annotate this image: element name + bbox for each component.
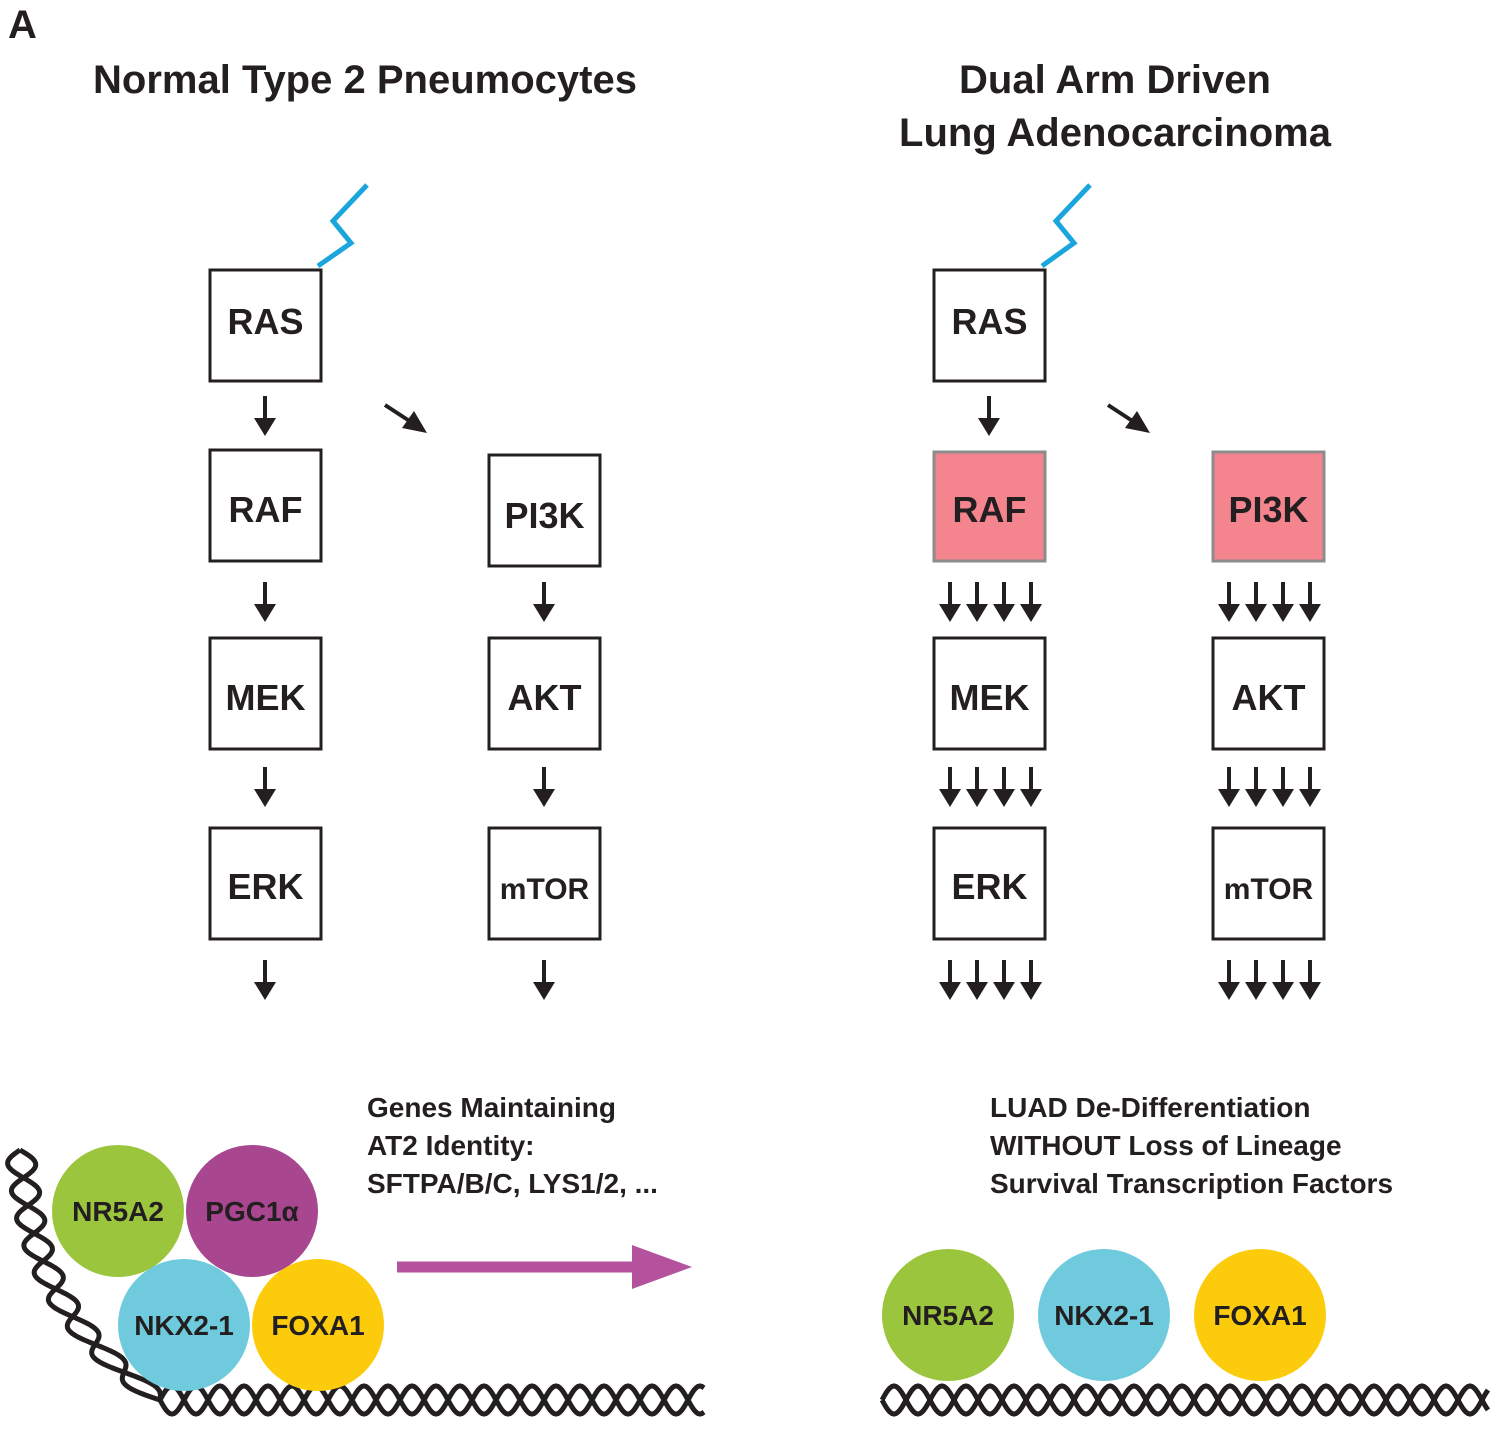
right-node-pi3k-activated: PI3K [1211,450,1326,563]
right-akt-label: AKT [1232,677,1306,718]
right-dedifferentiation-note: LUAD De-Differentiation WITHOUT Loss of … [990,1092,1393,1199]
left-tf-nkx21: NKX2-1 [118,1259,250,1391]
right-pi3k-label: PI3K [1228,489,1308,530]
right-arrows-pi3k-akt [1218,582,1321,622]
left-arrow-pi3k-akt [531,580,557,624]
right-mek-label: MEK [950,677,1030,718]
right-title-line1: Dual Arm Driven [959,58,1271,102]
left-nkx21-label: NKX2-1 [134,1310,234,1341]
left-node-akt: AKT [487,636,602,751]
right-tf-nr5a2: NR5A2 [882,1249,1014,1381]
right-arrows-erk-out [939,960,1042,1000]
right-arrows-mtor-out [1218,960,1321,1000]
right-foxa1-label: FOXA1 [1213,1300,1306,1331]
expression-arrow [397,1245,692,1289]
right-mtor-label: mTOR [1224,873,1314,906]
left-note-line3: SFTPA/B/C, LYS1/2, ... [367,1168,658,1199]
right-nkx21-label: NKX2-1 [1054,1300,1154,1331]
right-arrows-mek-erk [939,767,1042,807]
left-ras-pi3k-arrow [383,403,427,433]
left-node-erk: ERK [208,826,323,941]
panel-label: A [8,3,37,47]
right-note-line2: WITHOUT Loss of Lineage [990,1130,1342,1161]
right-node-raf-activated: RAF [932,450,1047,563]
left-pgc1a-label: PGC1α [205,1196,298,1227]
left-node-ras: RAS [208,268,323,383]
left-node-raf: RAF [208,448,323,563]
right-ras-label: RAS [951,301,1027,342]
left-arrow-mek-erk [252,765,278,809]
left-pi3k-label: PI3K [504,495,584,536]
right-signal-bolt [1040,183,1092,269]
left-node-pi3k: PI3K [487,453,602,568]
left-note-line1: Genes Maintaining [367,1092,616,1123]
right-note-line3: Survival Transcription Factors [990,1168,1393,1199]
left-akt-label: AKT [508,677,582,718]
left-tf-nr5a2: NR5A2 [52,1145,184,1277]
right-node-mtor: mTOR [1211,826,1326,941]
right-node-erk: ERK [932,826,1047,941]
right-arrow-ras-raf [976,394,1002,438]
right-erk-label: ERK [951,866,1027,907]
left-arrow-raf-mek [252,580,278,624]
left-node-mek: MEK [208,636,323,751]
left-dna-helix [5,1147,706,1417]
left-nr5a2-label: NR5A2 [72,1196,164,1227]
right-arrows-raf-mek [939,582,1042,622]
right-nr5a2-label: NR5A2 [902,1300,994,1331]
left-arrow-akt-mtor [531,765,557,809]
right-title-line2: Lung Adenocarcinoma [899,111,1332,155]
left-mek-label: MEK [226,677,306,718]
right-dna-helix [879,1383,1491,1417]
left-raf-label: RAF [229,489,303,530]
left-arrow-mtor-out [531,958,557,1002]
left-target-genes-note: Genes Maintaining AT2 Identity: SFTPA/B/… [367,1092,658,1199]
right-tf-foxa1: FOXA1 [1194,1249,1326,1381]
left-ras-label: RAS [227,301,303,342]
left-arrow-erk-out [252,958,278,1002]
left-signal-bolt [316,183,369,269]
left-tf-foxa1: FOXA1 [252,1259,384,1391]
left-foxa1-label: FOXA1 [271,1310,364,1341]
left-note-line2: AT2 Identity: [367,1130,534,1161]
left-tf-pgc1a: PGC1α [186,1145,318,1277]
left-mtor-label: mTOR [500,873,590,906]
right-note-line1: LUAD De-Differentiation [990,1092,1310,1123]
left-title: Normal Type 2 Pneumocytes [93,58,637,102]
left-node-mtor: mTOR [487,826,602,941]
right-node-akt: AKT [1211,636,1326,751]
left-arrow-ras-raf [252,394,278,438]
right-arrows-akt-mtor [1218,767,1321,807]
right-node-mek: MEK [932,636,1047,751]
left-erk-label: ERK [227,866,303,907]
right-ras-pi3k-arrow [1106,403,1150,433]
right-node-ras: RAS [932,268,1047,383]
right-raf-label: RAF [953,489,1027,530]
right-tf-nkx21: NKX2-1 [1038,1249,1170,1381]
